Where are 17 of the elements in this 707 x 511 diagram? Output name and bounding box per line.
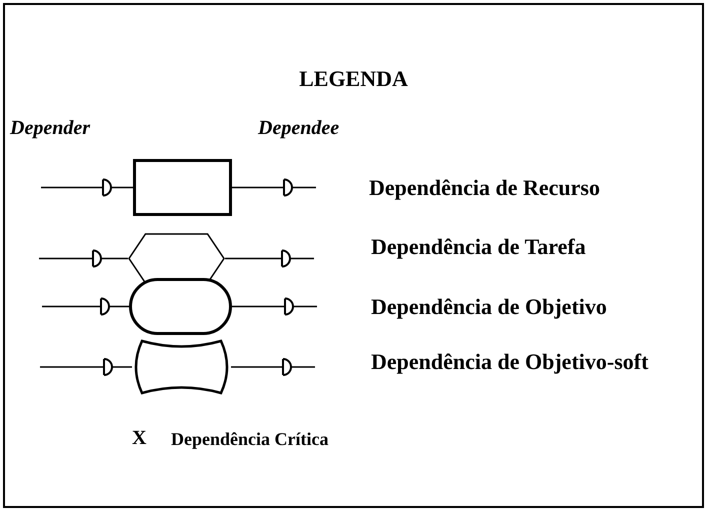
dependency-link xyxy=(231,178,317,196)
dependency-link xyxy=(225,250,314,268)
dependency-link xyxy=(231,298,318,316)
dependency-link xyxy=(42,298,129,316)
dependency-link xyxy=(40,358,132,376)
dependency-link xyxy=(41,178,133,196)
role-label: Depender xyxy=(10,116,90,141)
role-label: Dependee xyxy=(258,116,340,141)
legend-title: LEGENDA xyxy=(298,65,409,93)
legend-text: Dependência de Objetivo-soft xyxy=(371,348,648,376)
legend-text: Dependência de Objetivo xyxy=(371,293,607,321)
critical-mark: X xyxy=(132,426,146,451)
dependency-link xyxy=(39,250,128,268)
legend-text: Dependência Crítica xyxy=(171,428,328,451)
legend-text: Dependência de Tarefa xyxy=(371,233,586,261)
dependency-link xyxy=(231,358,315,376)
legend-text: Dependência de Recurso xyxy=(369,174,600,202)
